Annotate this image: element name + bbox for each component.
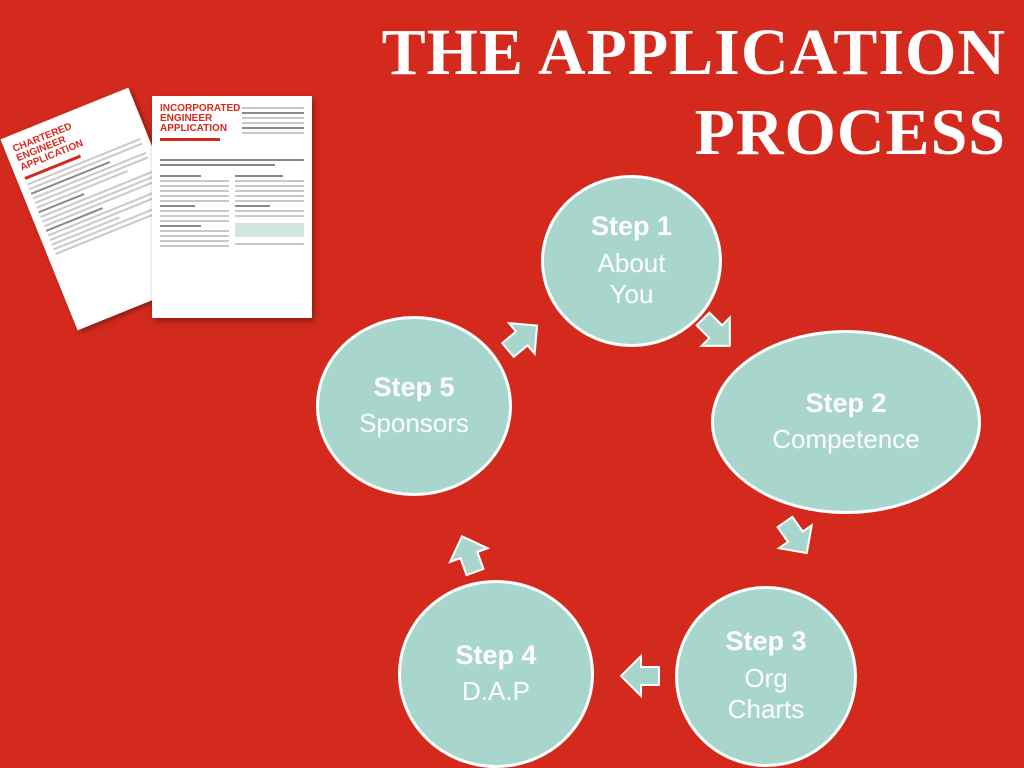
step-1-node: Step 1 About You <box>541 175 722 347</box>
step-1-label: About You <box>597 247 666 309</box>
step-5-number: Step 5 <box>373 371 455 402</box>
step-2-label: Competence <box>772 424 920 455</box>
step-3-number: Step 3 <box>725 626 807 657</box>
title-line-1: THE APPLICATION <box>381 16 1006 89</box>
application-forms-image: CHARTERED ENGINEER APPLICATION INCORPORA… <box>0 82 324 344</box>
arrow-step4-to-step5 <box>448 534 491 577</box>
step-4-node: Step 4 D.A.P <box>398 580 594 768</box>
step-5-label: Sponsors <box>359 408 469 439</box>
step-4-number: Step 4 <box>455 639 537 670</box>
step-2-node: Step 2 Competence <box>711 330 981 514</box>
arrow-step2-to-step3 <box>776 515 814 555</box>
step-3-node: Step 3 Org Charts <box>675 586 857 767</box>
step-1-number: Step 1 <box>590 210 673 241</box>
arrow-step3-to-step4 <box>619 653 660 699</box>
arrow-step1-to-step2 <box>695 311 731 347</box>
step-2-number: Step 2 <box>805 387 887 418</box>
step-3-label: Org Charts <box>727 663 805 725</box>
step-5-node: Step 5 Sponsors <box>316 316 512 496</box>
title-line-2: PROCESS <box>694 96 1006 169</box>
arrow-step5-to-step1 <box>500 321 539 359</box>
incorporated-engineer-form-thumbnail: INCORPORATED ENGINEER APPLICATION <box>152 96 312 318</box>
incorporated-form-heading: INCORPORATED ENGINEER APPLICATION <box>160 103 241 134</box>
step-4-label: D.A.P <box>462 676 530 707</box>
